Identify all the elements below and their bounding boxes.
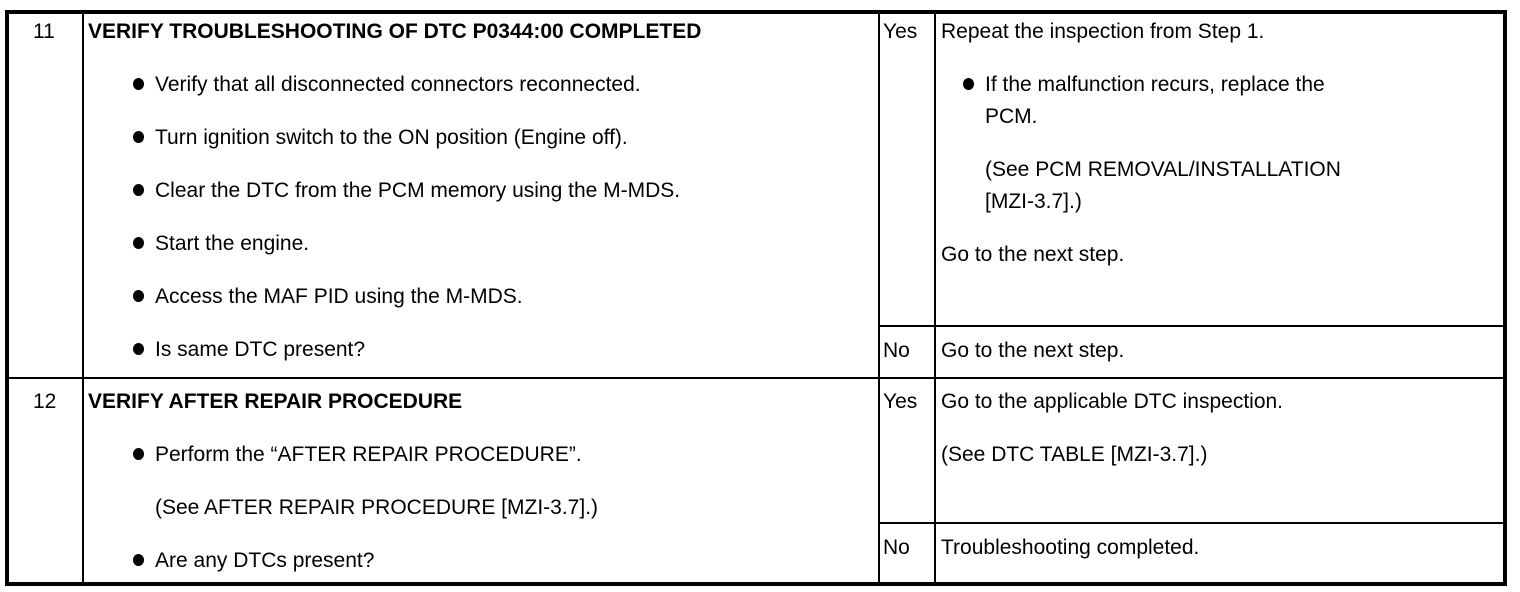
outcome-label-cell: Yes — [880, 14, 936, 325]
action-cell: VERIFY TROUBLESHOOTING OF DTC P0344:00 C… — [84, 14, 880, 377]
outcome-label-cell: No — [880, 524, 936, 582]
outcome-row-no: No Go to the next step. — [880, 327, 1503, 377]
result-cell: Troubleshooting completed. — [936, 524, 1503, 582]
result-cell: Repeat the inspection from Step 1. If th… — [936, 14, 1503, 325]
step-cell: 12 — [9, 379, 84, 582]
outcome-row-yes: Yes Go to the applicable DTC inspection.… — [880, 379, 1503, 524]
action-bullet-item: Is same DTC present? — [88, 334, 866, 366]
action-bullet-item: Verify that all disconnected connectors … — [88, 69, 866, 101]
outcome-row-yes: Yes Repeat the inspection from Step 1. I… — [880, 14, 1503, 327]
table-row-step-12: 12 VERIFY AFTER REPAIR PROCEDURE Perform… — [9, 379, 1503, 582]
action-bullet-item: Are any DTCs present? — [88, 545, 866, 577]
troubleshooting-table: 11 VERIFY TROUBLESHOOTING OF DTC P0344:0… — [5, 10, 1507, 586]
action-reference: (See AFTER REPAIR PROCEDURE [MZI-3.7].) — [155, 496, 599, 519]
outcome-row-no: No Troubleshooting completed. — [880, 524, 1503, 582]
step-number: 11 — [33, 20, 55, 43]
result-reference: (See DTC TABLE [MZI-3.7].) — [941, 443, 1208, 466]
action-bullet-item: Clear the DTC from the PCM memory using … — [88, 175, 866, 207]
result-text: Go to the next step. — [941, 243, 1125, 266]
action-bullet-item: Turn ignition switch to the ON position … — [88, 122, 866, 154]
action-title: VERIFY TROUBLESHOOTING OF DTC P0344:00 C… — [88, 20, 702, 43]
result-text: Repeat the inspection from Step 1. — [941, 20, 1265, 43]
action-bullet-item: Access the MAF PID using the M-MDS. — [88, 281, 866, 313]
outcome-label: Yes — [883, 20, 918, 43]
outcomes-column: Yes Go to the applicable DTC inspection.… — [880, 379, 1503, 582]
result-cell: Go to the next step. — [936, 327, 1503, 377]
outcomes-column: Yes Repeat the inspection from Step 1. I… — [880, 14, 1503, 377]
outcome-label: Yes — [883, 390, 918, 413]
result-bullet-item: If the malfunction recurs, replace the P… — [941, 69, 1493, 133]
outcome-label: No — [883, 339, 910, 362]
result-text: Go to the next step. — [941, 339, 1125, 362]
table-row-step-11: 11 VERIFY TROUBLESHOOTING OF DTC P0344:0… — [9, 14, 1503, 379]
step-cell: 11 — [9, 14, 84, 377]
result-text: Troubleshooting completed. — [941, 536, 1200, 559]
result-text: Go to the applicable DTC inspection. — [941, 390, 1284, 413]
outcome-label-cell: Yes — [880, 379, 936, 522]
result-cell: Go to the applicable DTC inspection. (Se… — [936, 379, 1503, 522]
result-reference: (See PCM REMOVAL/INSTALLATION [MZI-3.7].… — [985, 158, 1341, 213]
step-number: 12 — [33, 390, 57, 413]
action-bullet-item: Perform the “AFTER REPAIR PROCEDURE”. — [88, 439, 866, 471]
outcome-label-cell: No — [880, 327, 936, 377]
outcome-label: No — [883, 536, 910, 559]
action-title: VERIFY AFTER REPAIR PROCEDURE — [88, 390, 463, 413]
action-bullet-item: Start the engine. — [88, 228, 866, 260]
action-cell: VERIFY AFTER REPAIR PROCEDURE Perform th… — [84, 379, 880, 582]
